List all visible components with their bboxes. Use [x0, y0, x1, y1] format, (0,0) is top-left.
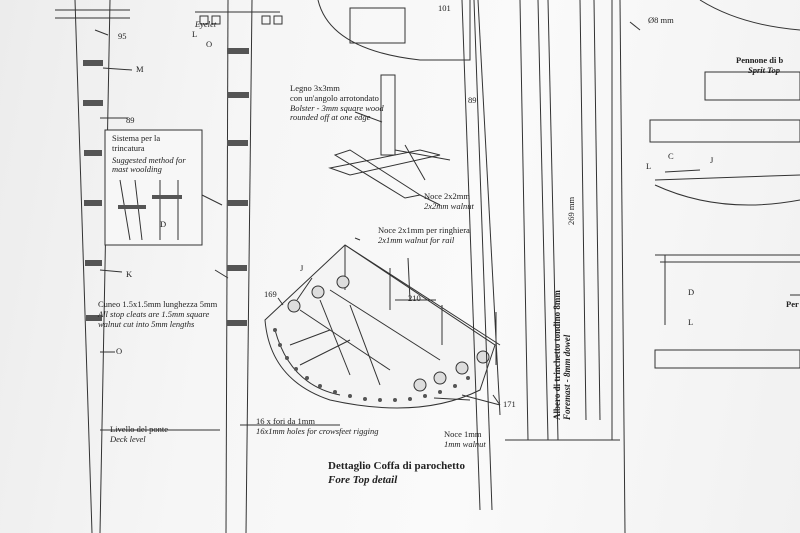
- label-m: M: [136, 64, 144, 74]
- label-k: K: [126, 269, 133, 279]
- label-eyelet: Eyelet: [195, 19, 217, 29]
- label-o1: O: [206, 39, 213, 49]
- label-101: 101: [438, 3, 451, 13]
- label-pennone: Pennone di b: [736, 55, 784, 65]
- walnut-1mm-note: Noce 1mm 1mm walnut: [444, 429, 486, 449]
- deck-level-note: Livello del ponte Deck level: [110, 424, 169, 444]
- label-210: 210: [408, 293, 421, 303]
- label-l3: L: [688, 317, 694, 327]
- label-171: 171: [503, 399, 516, 409]
- label-sprit-top: Sprit Top: [748, 65, 781, 75]
- label-169: 169: [264, 289, 277, 299]
- label-89a: 89: [126, 115, 135, 125]
- holes-note: 16 x fori da 1mm 16x1mm holes for crowsf…: [256, 416, 379, 436]
- label-l1: L: [192, 29, 198, 39]
- label-89b: 89: [468, 95, 477, 105]
- label-c: C: [668, 151, 674, 161]
- label-d2: D: [688, 287, 695, 297]
- cleat-note: Cuneo 1.5x1.5mm lunghezza 5mm All stop c…: [98, 299, 218, 329]
- label-per: Per: [786, 299, 799, 309]
- woolding-note: Sistema per la trincatura Suggested meth…: [112, 133, 186, 175]
- fore-top-title: Dettaglio Coffa di parochetto Fore Top d…: [328, 460, 465, 486]
- rail-note: Noce 2x1mm per ringhiera 2x1mm walnut fo…: [378, 225, 470, 245]
- label-l2: L: [646, 161, 652, 171]
- foremast-label: Albero di trinchetto tondino 8mm Foremas…: [552, 290, 572, 420]
- label-diameter: Ø8 mm: [648, 15, 674, 25]
- bolster-note: Legno 3x3mm con un'angolo arrotondato Bo…: [290, 83, 384, 123]
- noce-2x2-note: Noce 2x2mm 2x2mm walnut: [424, 191, 474, 211]
- label-j2: J: [710, 155, 714, 165]
- label-d1: D: [160, 219, 167, 229]
- label-o2: O: [116, 346, 123, 356]
- label-j1: J: [300, 263, 304, 273]
- label-269mm: 269 mm: [566, 196, 576, 225]
- label-95: 95: [118, 31, 127, 41]
